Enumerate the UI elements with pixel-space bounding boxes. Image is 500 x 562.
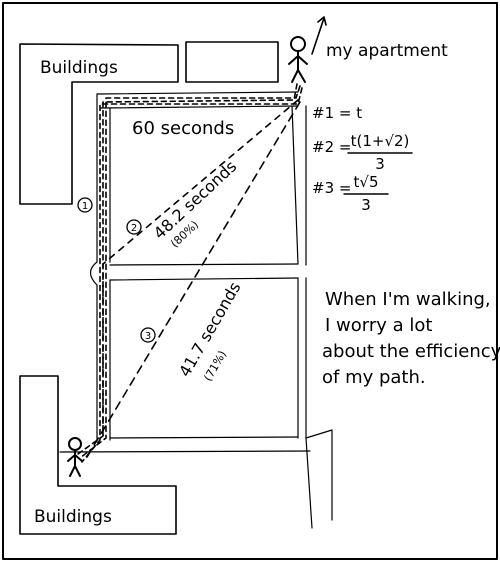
caption-line-3: about the efficiency: [322, 341, 500, 362]
caption-line-2: I worry a lot: [325, 315, 432, 336]
my-apartment-label: my apartment: [326, 41, 448, 61]
arrow-up-icon: [311, 16, 327, 55]
formula-1: #1 = t: [312, 104, 362, 122]
stick-figure-icon: [67, 437, 83, 477]
building-bottom-left: [19, 375, 177, 535]
marker-2-label: 2: [131, 223, 137, 234]
formula-2-denominator: 3: [375, 155, 385, 173]
marker-circle-3: [140, 327, 156, 343]
marker-3-label: 3: [145, 331, 151, 342]
formula-2-prefix: #2 =: [312, 138, 351, 156]
building-top-left: [19, 43, 179, 205]
path-1-time: 60 seconds: [132, 118, 234, 139]
formula-3-prefix: #3 =: [312, 179, 351, 197]
marker-1-label: 1: [82, 201, 88, 212]
buildings-bottom-label: Buildings: [34, 507, 112, 527]
buildings-top-label: Buildings: [40, 58, 118, 78]
path-2: [102, 99, 299, 441]
sidewalks: [59, 91, 333, 529]
path-3: [83, 101, 301, 463]
building-top-middle: [185, 41, 279, 83]
marker-circle-2: [126, 219, 142, 235]
marker-circle-1: [77, 197, 93, 213]
caption-line-1: When I'm walking,: [325, 289, 491, 310]
formula-3-numerator: t√5: [354, 173, 379, 191]
stick-figure-icon: [288, 36, 308, 83]
formula-2-numerator: t(1+√2): [351, 132, 410, 150]
caption-line-4: of my path.: [322, 367, 426, 388]
path-1: [77, 83, 303, 463]
formula-3-denominator: 3: [361, 196, 371, 214]
